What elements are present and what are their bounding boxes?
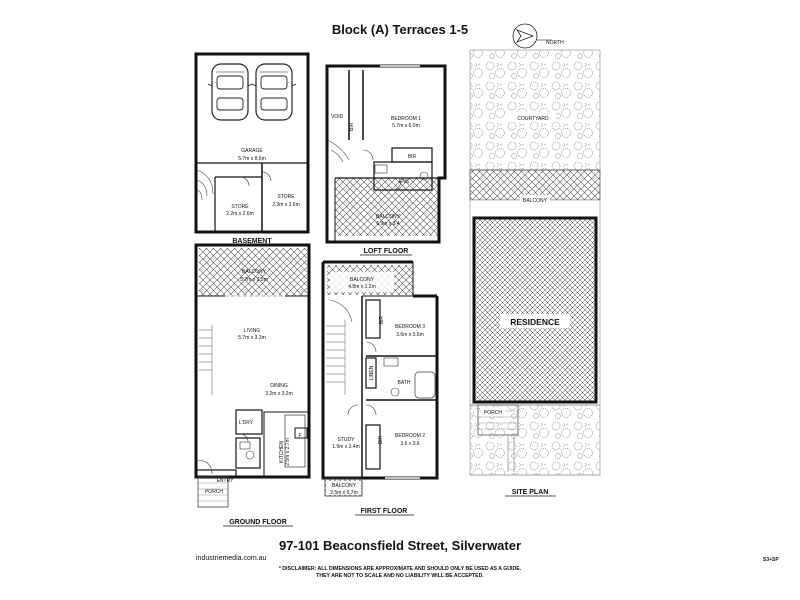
north-compass-icon: NORTH bbox=[512, 23, 564, 49]
loft-ens: ENS bbox=[399, 179, 410, 185]
linen-label: LINEN bbox=[369, 365, 375, 380]
bedroom2-name: BEDROOM 2 bbox=[395, 433, 425, 439]
disclaimer-line: * DISCLAIMER: ALL DIMENSIONS ARE APPROXI… bbox=[278, 566, 522, 572]
basement-plan bbox=[194, 52, 310, 234]
fridge-label: F bbox=[298, 433, 301, 439]
store-left-name: STORE bbox=[231, 204, 249, 210]
ground-balcony-dims: 5.7m x 2.5m bbox=[240, 277, 268, 283]
first-balcony-bottom-name: BALCONY bbox=[332, 483, 357, 489]
living-dims: 5.7m x 3.3m bbox=[238, 335, 266, 341]
site-porch: PORCH bbox=[484, 410, 502, 416]
ground-porch-label: PORCH bbox=[205, 489, 223, 495]
ground-floor-plan bbox=[194, 243, 311, 508]
first-balcony-top-name: BALCONY bbox=[350, 277, 375, 283]
bedroom1-dims: 5.7m x 6.0m bbox=[392, 123, 420, 129]
sheet-number: S3+SP bbox=[763, 557, 779, 563]
loft-balcony-dims: 6.9m x 3.4 bbox=[376, 221, 400, 227]
loft-balcony-name: BALCONY bbox=[376, 214, 401, 220]
kitchen-name: KITCHEN bbox=[279, 441, 285, 463]
bedroom3-dims: 3.6m x 3.6m bbox=[396, 332, 424, 338]
first-bir-3: BIR bbox=[379, 315, 385, 324]
loft-floor-heading: LOFT FLOOR bbox=[364, 248, 409, 255]
site-balcony: BALCONY bbox=[523, 198, 548, 204]
bedroom2-dims: 3.6 x 3.6 bbox=[400, 441, 419, 447]
store-right-dims: 2.3m x 3.6m bbox=[272, 202, 300, 208]
dining-name: DINING bbox=[270, 383, 288, 389]
property-address: 97-101 Beaconsfield Street, Silverwater bbox=[278, 538, 522, 553]
bedroom1-name: BEDROOM 1 bbox=[391, 116, 421, 122]
store-left-dims: 2.2m x 2.6m bbox=[226, 211, 254, 217]
site-residence: RESIDENCE bbox=[510, 317, 560, 327]
kitchen-dims: 2.5m x 2.7m bbox=[285, 438, 291, 466]
first-floor-plan bbox=[321, 260, 439, 497]
store-right-name: STORE bbox=[277, 194, 295, 200]
ground-balcony-name: BALCONY bbox=[242, 269, 267, 275]
garage-name: GARAGE bbox=[241, 148, 263, 154]
basement-heading: BASEMENT bbox=[232, 238, 272, 245]
loft-bir-b: BIR bbox=[408, 154, 417, 160]
first-balcony-top-dims: 4.8m x 1.2m bbox=[348, 284, 376, 290]
compass-label: NORTH bbox=[546, 40, 564, 46]
garage-dims: 5.7m x 8.6m bbox=[238, 156, 266, 162]
plan-title: Block (A) Terraces 1-5 bbox=[331, 22, 469, 37]
site-plan-heading: SITE PLAN bbox=[512, 489, 549, 496]
living-name: LIVING bbox=[244, 328, 261, 334]
ground-floor-heading: GROUND FLOOR bbox=[229, 519, 287, 526]
car-icon bbox=[251, 63, 297, 121]
loft-void: VOID bbox=[331, 114, 344, 120]
disclaimer-line: THEY ARE NOT TO SCALE AND NO LIABILITY W… bbox=[316, 573, 484, 579]
study-name: STUDY bbox=[338, 437, 356, 443]
loft-bir-a: BIR bbox=[349, 122, 355, 131]
first-balcony-bottom-dims: 2.5m x 0.7m bbox=[330, 490, 358, 496]
loft-floor-plan bbox=[325, 64, 447, 244]
first-floor-heading: FIRST FLOOR bbox=[361, 508, 408, 515]
bedroom3-name: BEDROOM 3 bbox=[395, 324, 425, 330]
entry-label: ENTRY bbox=[217, 478, 235, 484]
agency-website: industriemedia.com.au bbox=[196, 555, 267, 562]
first-bir-2: BIR bbox=[378, 435, 384, 444]
laundry-label: L'DRY bbox=[239, 420, 254, 426]
bath-label: BATH bbox=[398, 380, 411, 386]
dining-dims: 3.2m x 3.2m bbox=[265, 391, 293, 397]
disclaimer-text: * DISCLAIMER: ALL DIMENSIONS ARE APPROXI… bbox=[0, 566, 800, 580]
study-dims: 1.9m x 3.4m bbox=[332, 444, 360, 450]
site-plan bbox=[469, 49, 601, 476]
car-icon bbox=[207, 63, 253, 121]
site-courtyard: COURTYARD bbox=[517, 116, 549, 122]
